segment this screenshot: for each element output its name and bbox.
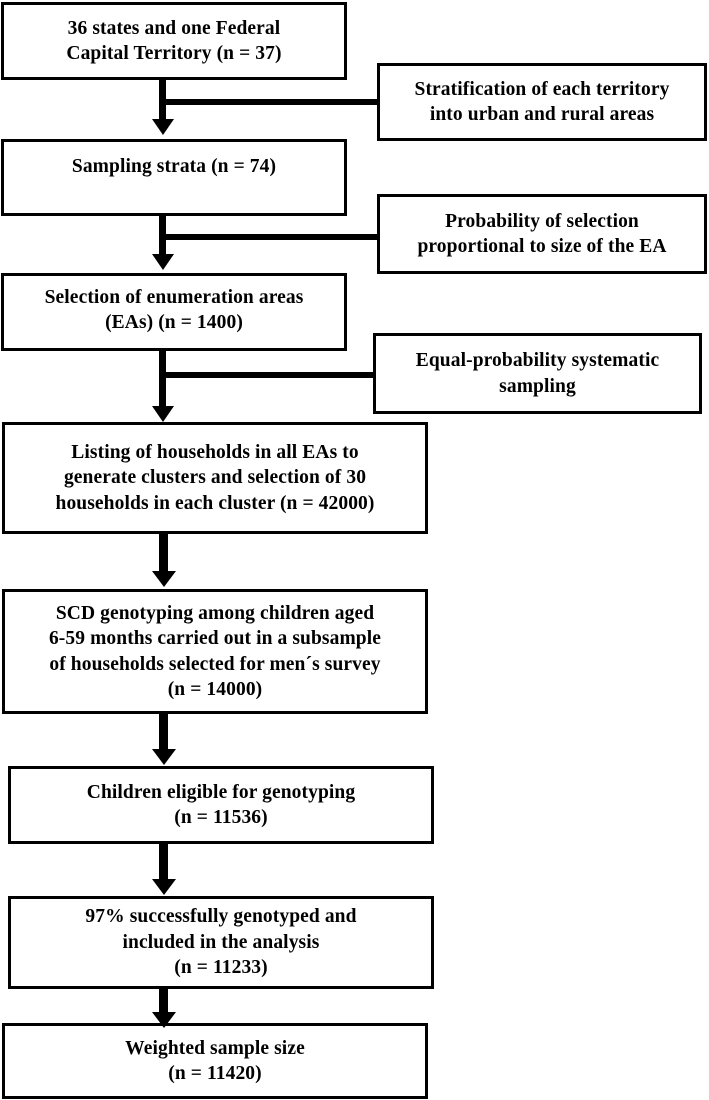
arrow-genotyped-to-weighted-head [151, 1012, 176, 1028]
arrow-eligible-to-genotyped-shaft [159, 843, 168, 881]
flow-node-states: 36 states and one Federal Capital Territ… [1, 2, 347, 80]
arrow-eas-to-households-shaft [159, 350, 166, 407]
arrow-households-to-scd-head [151, 571, 176, 587]
flow-node-strata: Sampling strata (n = 74) [1, 139, 347, 216]
arrow-states-to-strata-shaft [159, 80, 166, 120]
connector-pps [163, 234, 379, 240]
arrow-states-to-strata-head [151, 119, 174, 135]
flow-node-genotyped: 97% successfully genotyped and included … [8, 896, 434, 989]
arrow-households-to-scd-shaft [159, 533, 168, 573]
flow-node-pps: Probability of selection proportional to… [377, 194, 707, 274]
arrow-genotyped-to-weighted-shaft [159, 988, 168, 1018]
arrow-eligible-to-genotyped-head [151, 879, 176, 895]
connector-stratification [163, 99, 379, 105]
arrow-eas-to-households-head [151, 406, 174, 422]
arrow-scd-to-eligible-shaft [159, 713, 168, 751]
connector-systematic-sampling [163, 372, 375, 378]
flow-node-weighted: Weighted sample size (n = 11420) [2, 1023, 428, 1099]
arrow-scd-to-eligible-head [151, 749, 176, 765]
flow-node-households: Listing of households in all EAs to gene… [2, 422, 428, 534]
arrow-strata-to-eas-head [151, 254, 174, 270]
flow-node-systematic-sampling: Equal-probability systematic sampling [373, 333, 702, 414]
flow-node-eligible-children: Children eligible for genotyping (n = 11… [8, 766, 434, 844]
flow-node-scd-genotyping: SCD genotyping among children aged 6-59 … [2, 589, 428, 714]
arrow-strata-to-eas-shaft [159, 215, 166, 255]
flow-node-stratification: Stratification of each territory into ur… [377, 63, 707, 141]
flow-node-enumeration-areas: Selection of enumeration areas (EAs) (n … [1, 273, 347, 351]
